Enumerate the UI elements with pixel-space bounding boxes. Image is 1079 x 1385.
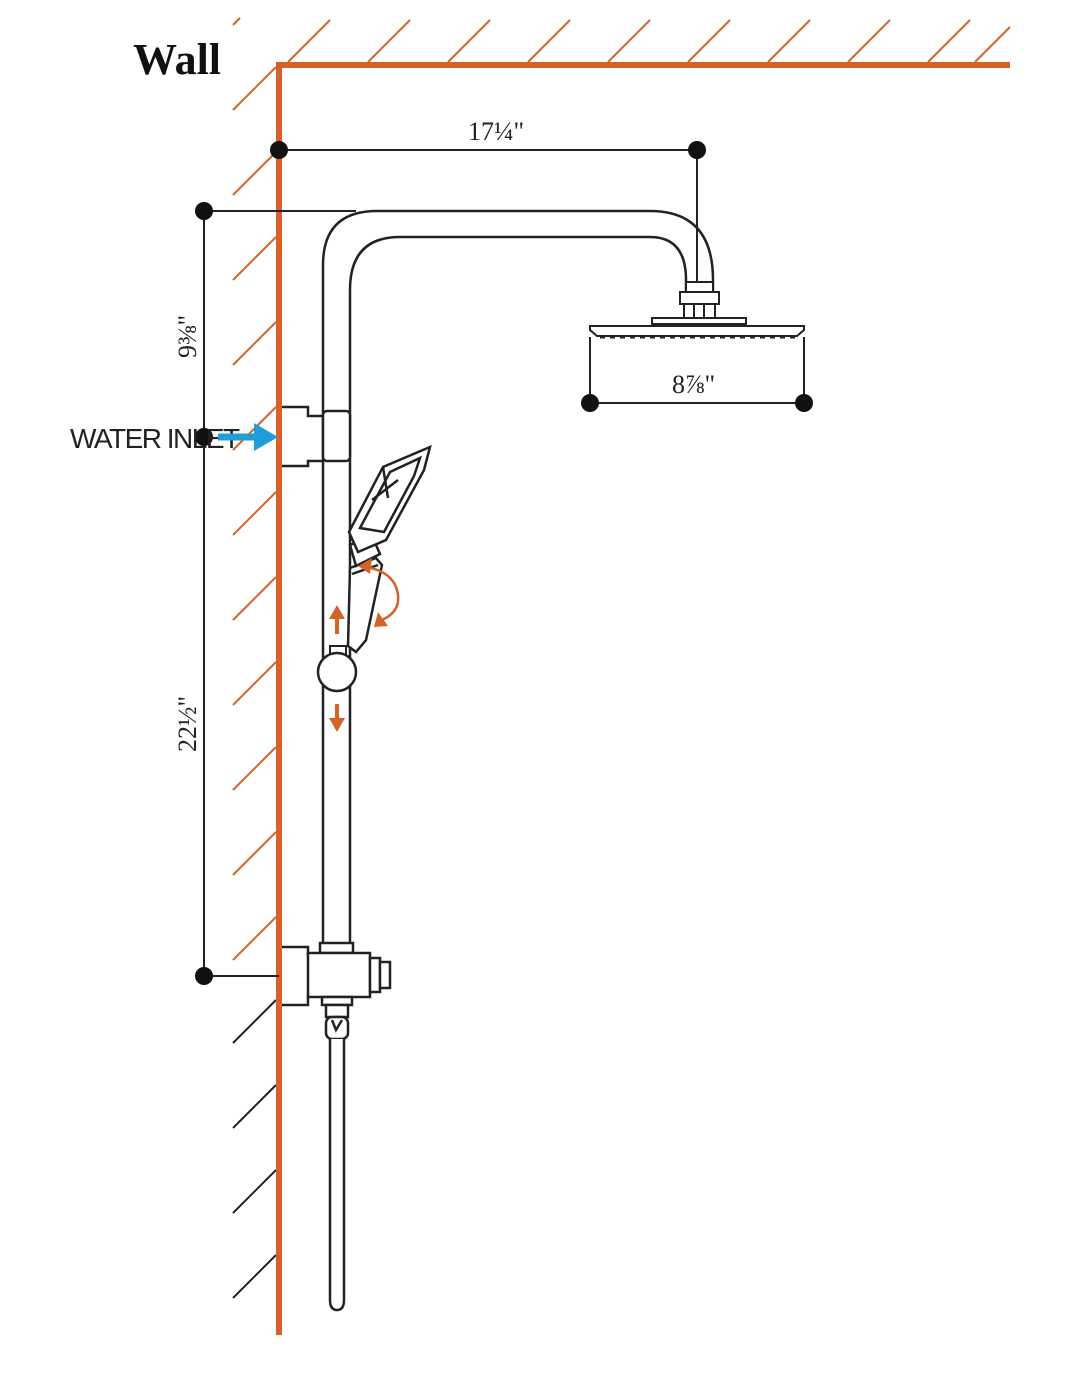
head-diameter-label: 8⅞" bbox=[672, 370, 715, 399]
slider-bracket bbox=[316, 645, 358, 693]
diverter-valve bbox=[306, 941, 392, 1007]
wall-hatching-left bbox=[232, 66, 277, 961]
dimension-point bbox=[688, 141, 706, 159]
wall-outline bbox=[276, 62, 1010, 1335]
shower-head bbox=[589, 281, 805, 339]
dimension-point bbox=[795, 394, 813, 412]
dimension-point bbox=[581, 394, 599, 412]
slide-down-arrow bbox=[329, 704, 345, 732]
upper-wall-bracket bbox=[282, 405, 352, 468]
hose-connector bbox=[324, 1003, 350, 1041]
dimension-point bbox=[195, 428, 213, 446]
shower-hose bbox=[328, 1039, 346, 1312]
arm-reach-label: 17¼" bbox=[468, 117, 524, 146]
water-inlet-label: WATER INLET bbox=[70, 423, 240, 454]
upper-height-label: 9⅜" bbox=[173, 315, 202, 358]
water-inlet-arrow bbox=[218, 423, 278, 451]
slide-up-arrow bbox=[329, 605, 345, 634]
lower-height-label: 22½" bbox=[173, 696, 202, 752]
arm-reach-dimension: 17¼" bbox=[270, 117, 706, 282]
wall-hatching-lower bbox=[232, 999, 277, 1299]
riser-pipe bbox=[321, 209, 715, 945]
dimension-point bbox=[195, 202, 213, 220]
dimension-point bbox=[270, 141, 288, 159]
dimension-point bbox=[195, 967, 213, 985]
wall-hatching-top bbox=[232, 17, 1011, 63]
head-diameter-dimension: 8⅞" bbox=[581, 337, 813, 412]
height-dimensions: 9⅜" 22½" bbox=[173, 202, 356, 985]
wall-label: Wall bbox=[133, 35, 221, 84]
hand-shower bbox=[346, 444, 432, 654]
rotate-arrow bbox=[358, 558, 400, 627]
